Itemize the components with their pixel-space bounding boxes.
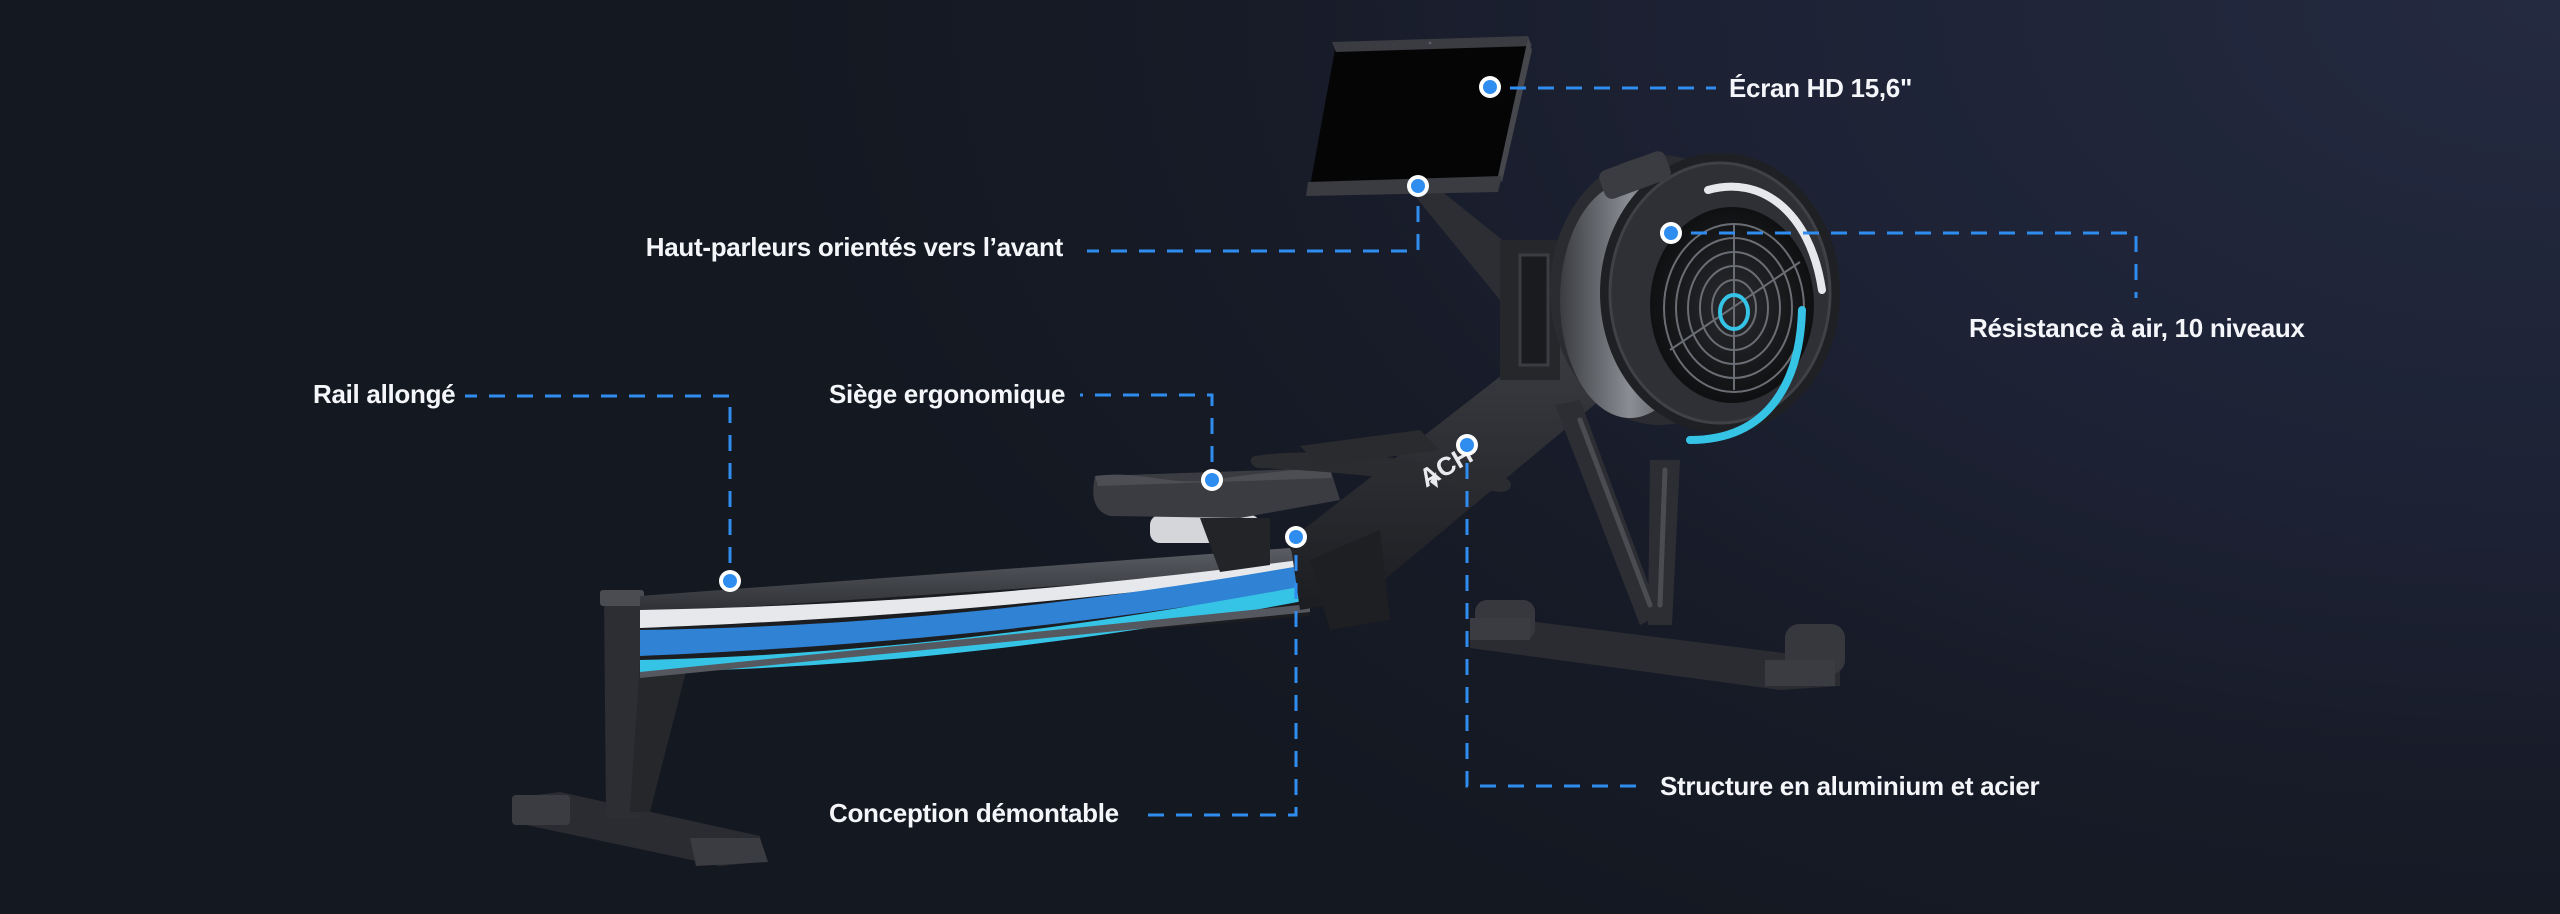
rear-legs: [1555, 400, 1680, 625]
leader-seat: [1080, 393, 1214, 462]
hotspot-seat[interactable]: [1201, 469, 1223, 491]
callout-label-seat: Siège ergonomique: [829, 379, 1066, 409]
hotspot-speakers[interactable]: [1407, 175, 1429, 197]
leader-foldable: [1137, 555, 1298, 817]
leader-speakers: [1087, 206, 1420, 253]
callout-label-foldable: Conception démontable: [829, 798, 1119, 828]
callout-label-air-resistance: Résistance à air, 10 niveaux: [1969, 313, 2305, 343]
leader-lines: [465, 86, 2138, 817]
rail: [640, 548, 1310, 678]
seat: [1093, 468, 1340, 572]
hotspot-screen[interactable]: [1479, 76, 1501, 98]
leader-air-resistance: [1691, 231, 2138, 298]
hotspot-foldable[interactable]: [1285, 526, 1307, 548]
callout-label-rail: Rail allongé: [313, 379, 456, 409]
front-stabilizer: [512, 792, 768, 866]
monitor: [1306, 36, 1532, 196]
monitor-arm: [1410, 190, 1560, 380]
front-leg: [604, 592, 640, 818]
leader-frame: [1465, 463, 1645, 788]
leader-rail: [465, 394, 732, 563]
hotspot-air-resistance[interactable]: [1660, 222, 1682, 244]
air-flywheel: [1550, 151, 1840, 444]
callout-label-screen: Écran HD 15,6": [1729, 73, 1912, 103]
rear-stabilizer: [1470, 600, 1845, 690]
hotspot-rail[interactable]: [719, 570, 741, 592]
hotspot-frame[interactable]: [1456, 434, 1478, 456]
callout-label-frame: Structure en aluminium et acier: [1660, 771, 2040, 801]
callout-label-speakers: Haut-parleurs orientés vers l’avant: [645, 232, 1064, 262]
